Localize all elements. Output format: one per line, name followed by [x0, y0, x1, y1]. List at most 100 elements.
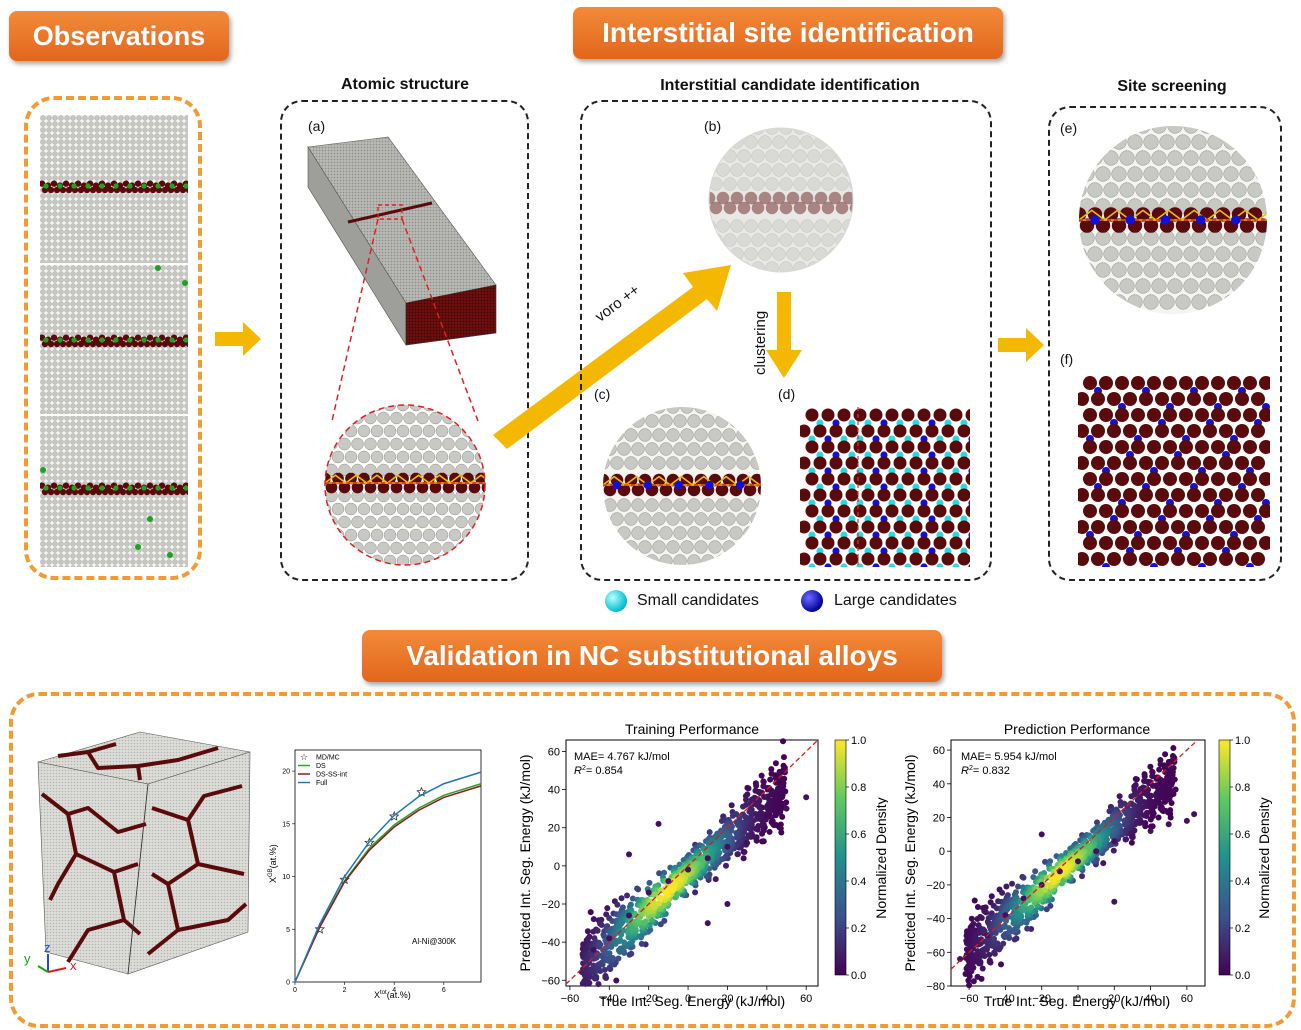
training-colorbar-tick: 0.4: [851, 876, 866, 888]
observations-banner-text: Observations: [32, 21, 206, 51]
atomic-structure-title: Atomic structure: [340, 76, 470, 93]
prediction-point: [1020, 895, 1027, 902]
isotherm-legend-label: Full: [316, 780, 328, 787]
training-ytick: 40: [548, 785, 560, 797]
large-candidates-label: Large candidates: [834, 592, 957, 609]
isotherm-annotation: Al-Ni@300K: [412, 937, 457, 946]
panel-label-f: (f): [1060, 351, 1074, 367]
prediction-xtick: 20: [1108, 993, 1120, 1005]
training-point: [759, 820, 766, 827]
prediction-ytick: −80: [926, 981, 945, 993]
training-ytick: 60: [548, 746, 560, 758]
flow-arrow-1: [215, 322, 261, 356]
training-ytick: −60: [541, 975, 560, 987]
prediction-xtick: 40: [1144, 993, 1156, 1005]
isotherm-star-point: [416, 786, 427, 797]
panel-label-e: (e): [1060, 120, 1078, 136]
prediction-xtick: −40: [996, 993, 1015, 1005]
prediction-mae: MAE= 5.954 kJ/mol: [961, 751, 1057, 763]
isotherm-line-ds-ss-int: [294, 785, 482, 983]
training-xtick: 0: [685, 993, 691, 1005]
prediction-ytick: −20: [926, 880, 945, 892]
isotherm-ytick: 15: [282, 821, 290, 828]
candidate-identification-frame: [580, 100, 992, 581]
prediction-point: [1093, 848, 1100, 855]
prediction-colorbar-tick: 0.0: [1235, 970, 1250, 982]
training-r2: R2= 0.854: [574, 765, 623, 777]
training-xtick: −60: [561, 993, 580, 1005]
isotherm-ytick: 20: [282, 769, 290, 776]
panel-label-b: (b): [704, 118, 722, 134]
site-identification-banner: Interstitial site identification: [573, 7, 1003, 59]
prediction-point: [1165, 821, 1172, 828]
prediction-point: [957, 956, 964, 963]
training-ytick: 0: [554, 861, 560, 873]
training-point: [590, 946, 597, 953]
prediction-ytick: 40: [933, 779, 945, 791]
training-xlabel: True Int. Seg. Energy (kJ/mol): [599, 993, 785, 1009]
training-ytick: 20: [548, 823, 560, 835]
prediction-colorbar-label: Normalized Density: [1256, 797, 1272, 918]
panel-label-d: (d): [778, 386, 796, 402]
training-xtick: −20: [639, 993, 658, 1005]
prediction-colorbar-tick: 0.4: [1235, 876, 1250, 888]
isotherm-ylabel: XGB(at.%): [268, 844, 278, 883]
isotherm-ytick: 5: [286, 927, 290, 934]
training-point: [606, 935, 613, 942]
prediction-colorbar-tick: 0.6: [1235, 829, 1250, 841]
training-title: Training Performance: [625, 721, 759, 737]
prediction-ytick: 20: [933, 813, 945, 825]
isotherm-legend-label: DS-SS-int: [316, 772, 347, 779]
isotherm-star-point: [314, 923, 326, 934]
training-colorbar-label: Normalized Density: [873, 797, 888, 918]
atomic-structure-frame: [280, 100, 529, 581]
axis-x-label: x: [70, 958, 77, 973]
training-point: [626, 912, 632, 919]
observations-snapshots: [40, 115, 188, 567]
training-colorbar-tick: 1.0: [851, 735, 866, 747]
training-point: [724, 901, 731, 907]
isotherm-xtick: 6: [442, 987, 446, 994]
training-ylabel: Predicted Int. Seg. Energy (kJ/mol): [517, 754, 533, 971]
training-colorbar-tick: 0.6: [851, 829, 866, 841]
prediction-point: [1147, 827, 1154, 834]
training-point: [744, 839, 751, 846]
clustered-grid: [800, 407, 970, 567]
clustering-label: clustering: [752, 310, 769, 375]
isotherm-legend-label: MD/MC: [316, 755, 340, 762]
prediction-ytick: −40: [926, 914, 945, 926]
prediction-colorbar-tick: 1.0: [1235, 735, 1250, 747]
prediction-colorbar-tick: 0.8: [1235, 782, 1250, 794]
panel-label-c: (c): [594, 386, 611, 402]
training-colorbar-tick: 0.8: [851, 782, 866, 794]
isotherm-xlabel: Xtot(at.%): [374, 990, 411, 1000]
clustering-arrow: [766, 292, 802, 378]
prediction-xtick: −20: [1032, 993, 1051, 1005]
training-ytick: −40: [541, 937, 560, 949]
isotherm-star-point: [364, 837, 375, 848]
training-colorbar-tick: 0.0: [851, 970, 866, 982]
prediction-xlabel: True Int. Seg. Energy (kJ/mol): [984, 993, 1170, 1009]
isotherm-xtick: 4: [392, 987, 396, 994]
candidates-circle: [603, 407, 761, 565]
prediction-point: [1111, 838, 1118, 845]
nc-cube: [37, 731, 251, 975]
prediction-xtick: −60: [960, 993, 979, 1005]
prediction-point: [1191, 811, 1198, 818]
training-point: [685, 866, 692, 873]
panel-label-a: (a): [308, 118, 326, 134]
prediction-point: [1111, 898, 1118, 905]
isotherm-xtick: 2: [343, 987, 347, 994]
validation-banner: Validation in NC substitutional alloys: [362, 630, 942, 682]
training-point: [704, 855, 711, 862]
prediction-ylabel: Predicted Int. Seg. Energy (kJ/mol): [902, 754, 918, 971]
observations-banner: Observations: [9, 11, 229, 61]
prediction-ytick: 60: [933, 745, 945, 757]
site-screening-frame: [1048, 106, 1282, 581]
prediction-point: [1183, 817, 1190, 824]
training-mae: MAE= 4.767 kJ/mol: [574, 751, 670, 763]
training-point: [704, 920, 711, 927]
prediction-ytick: −60: [926, 947, 945, 959]
